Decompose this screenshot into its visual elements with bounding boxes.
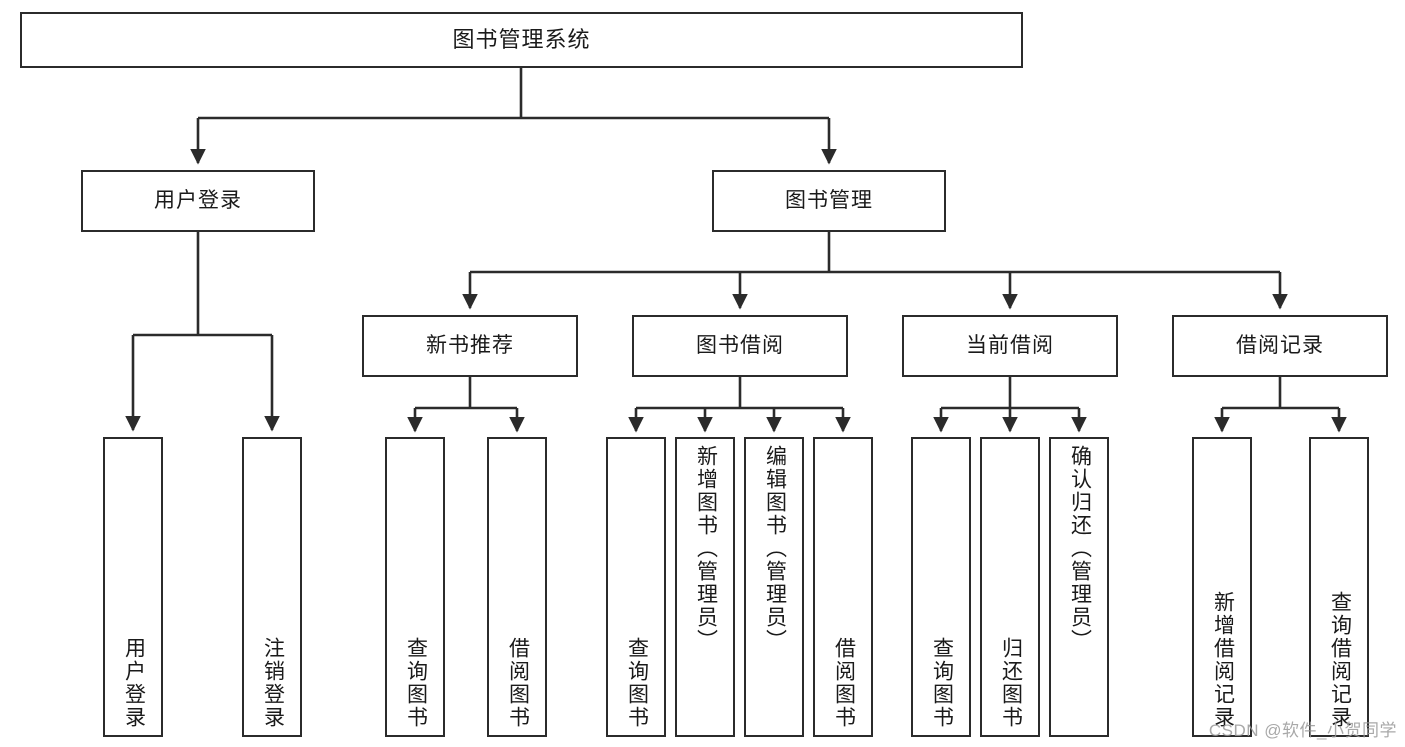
leaf-return-book[interactable]: 归还图书 xyxy=(980,437,1040,737)
node-label: 确认归还（管理员） xyxy=(1068,445,1092,652)
node-label: 图书管理系统 xyxy=(452,26,591,52)
node-label: 用户登录 xyxy=(154,189,242,213)
node-label: 归还图书 xyxy=(999,637,1023,729)
node-root-system[interactable]: 图书管理系统 xyxy=(20,12,1023,68)
leaf-query-book-recommend[interactable]: 查询图书 xyxy=(385,437,445,737)
node-label: 借阅图书 xyxy=(506,637,530,729)
node-label: 查询图书 xyxy=(404,637,428,729)
leaf-logout[interactable]: 注销登录 xyxy=(242,437,302,737)
leaf-add-book-admin[interactable]: 新增图书（管理员） xyxy=(675,437,735,737)
node-label: 新增借阅记录 xyxy=(1211,591,1235,729)
leaf-user-login[interactable]: 用户登录 xyxy=(103,437,163,737)
node-label: 注销登录 xyxy=(261,637,285,729)
leaf-confirm-return-admin[interactable]: 确认归还（管理员） xyxy=(1049,437,1109,737)
leaf-edit-book-admin[interactable]: 编辑图书（管理员） xyxy=(744,437,804,737)
node-book-borrow[interactable]: 图书借阅 xyxy=(632,315,848,377)
leaf-query-borrow-record[interactable]: 查询借阅记录 xyxy=(1309,437,1369,737)
leaf-borrow-book-recommend[interactable]: 借阅图书 xyxy=(487,437,547,737)
leaf-add-borrow-record[interactable]: 新增借阅记录 xyxy=(1192,437,1252,737)
node-current-borrow[interactable]: 当前借阅 xyxy=(902,315,1118,377)
node-label: 查询图书 xyxy=(625,637,649,729)
node-label: 编辑图书（管理员） xyxy=(763,445,787,652)
node-user-login[interactable]: 用户登录 xyxy=(81,170,315,232)
node-label: 图书借阅 xyxy=(696,334,784,358)
node-label: 新书推荐 xyxy=(426,334,514,358)
node-label: 当前借阅 xyxy=(966,334,1054,358)
leaf-borrow-book[interactable]: 借阅图书 xyxy=(813,437,873,737)
node-label: 查询借阅记录 xyxy=(1328,591,1352,729)
node-label: 用户登录 xyxy=(122,637,146,729)
node-label: 新增图书（管理员） xyxy=(694,445,718,652)
node-borrow-record[interactable]: 借阅记录 xyxy=(1172,315,1388,377)
node-label: 借阅记录 xyxy=(1236,334,1324,358)
node-label: 图书管理 xyxy=(785,189,873,213)
leaf-query-book[interactable]: 查询图书 xyxy=(606,437,666,737)
node-label: 借阅图书 xyxy=(832,637,856,729)
node-book-management[interactable]: 图书管理 xyxy=(712,170,946,232)
leaf-query-book-current[interactable]: 查询图书 xyxy=(911,437,971,737)
node-label: 查询图书 xyxy=(930,637,954,729)
node-new-book-recommend[interactable]: 新书推荐 xyxy=(362,315,578,377)
